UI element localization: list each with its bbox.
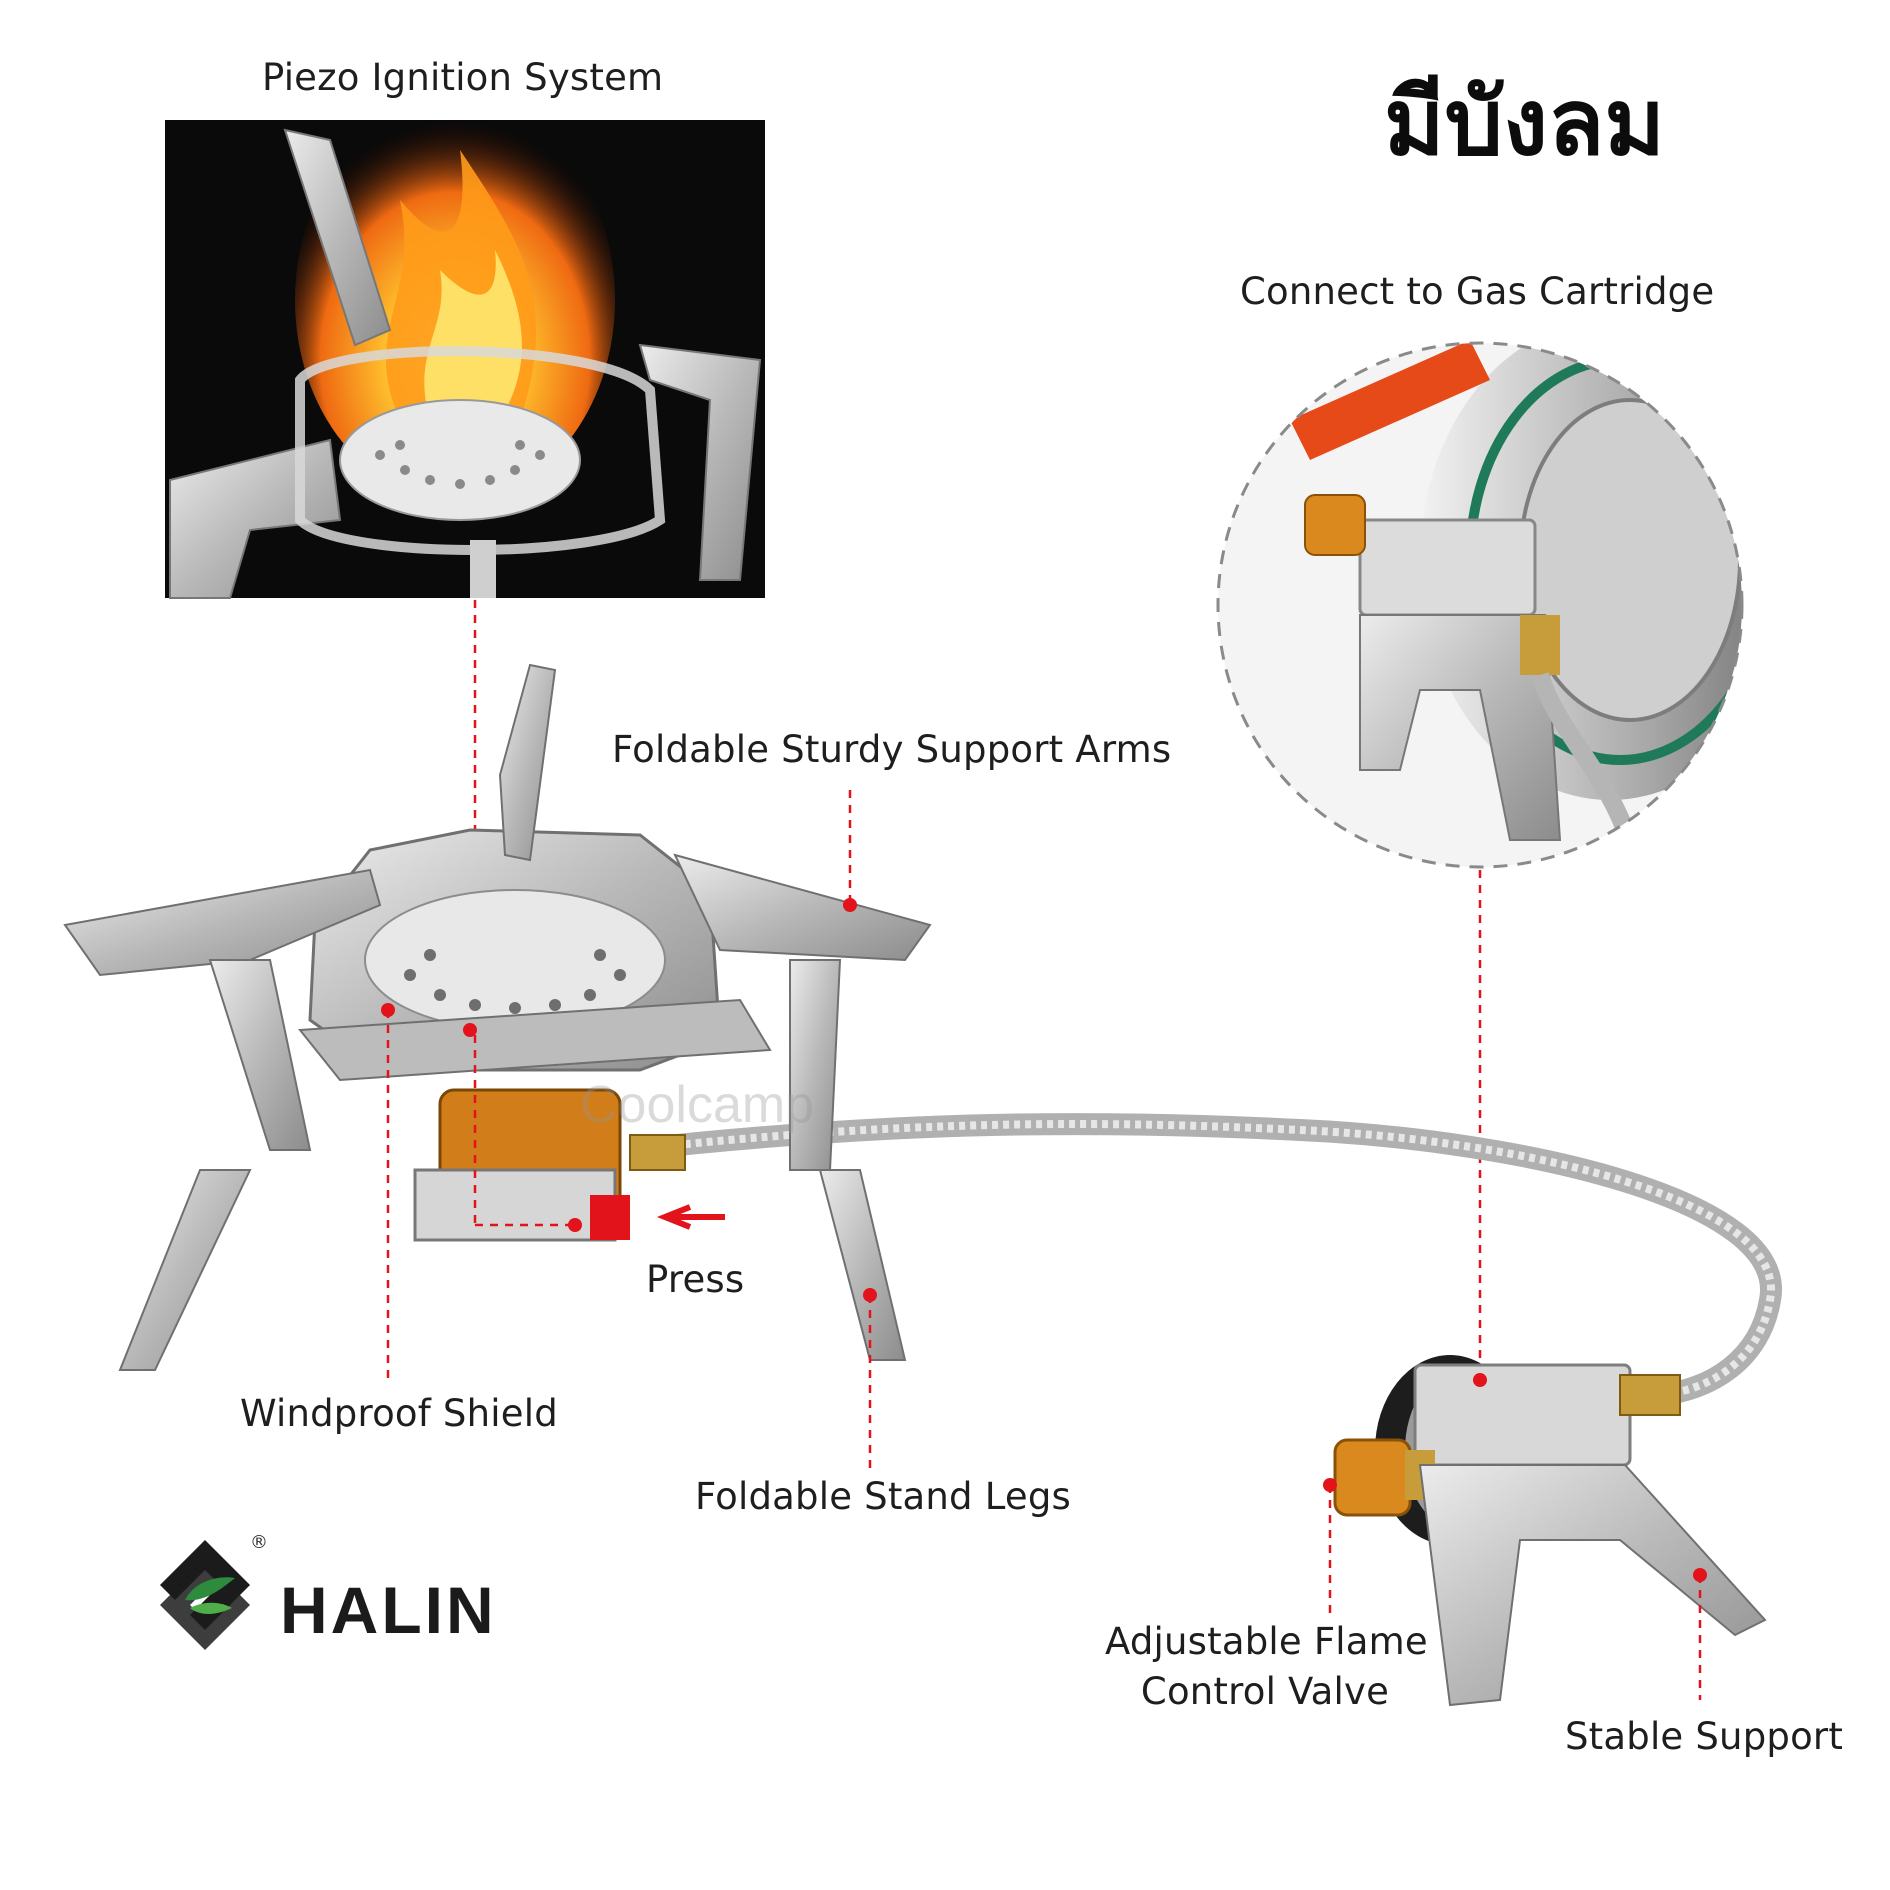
label-gas-cartridge: Connect to Gas Cartridge [1240, 270, 1715, 313]
brand-logo: ® HALIN [150, 1530, 550, 1670]
label-flame-valve-line1: Adjustable Flame [1105, 1620, 1428, 1663]
watermark: Coolcamp [580, 1076, 815, 1134]
product-title-thai: มีบังลม [1384, 69, 1665, 176]
label-windproof-shield: Windproof Shield [240, 1392, 558, 1435]
label-support-arms: Foldable Sturdy Support Arms [612, 728, 1172, 771]
gas-cartridge-inset [1216, 341, 1744, 869]
stove-main [63, 663, 1782, 1406]
halin-emblem-icon [160, 1540, 250, 1650]
valve-assembly [1333, 1355, 1767, 1707]
piezo-photo [165, 100, 765, 599]
label-press: Press [646, 1258, 745, 1301]
label-piezo-ignition: Piezo Ignition System [262, 56, 664, 99]
label-stable-support: Stable Support [1565, 1715, 1844, 1758]
label-stand-legs: Foldable Stand Legs [695, 1475, 1071, 1518]
brand-name: HALIN [280, 1573, 497, 1647]
callout-dots [381, 898, 1707, 1582]
callout-markers [386, 790, 1702, 1700]
registered-mark: ® [250, 1532, 268, 1553]
label-flame-valve-line2: Control Valve [1140, 1670, 1390, 1713]
